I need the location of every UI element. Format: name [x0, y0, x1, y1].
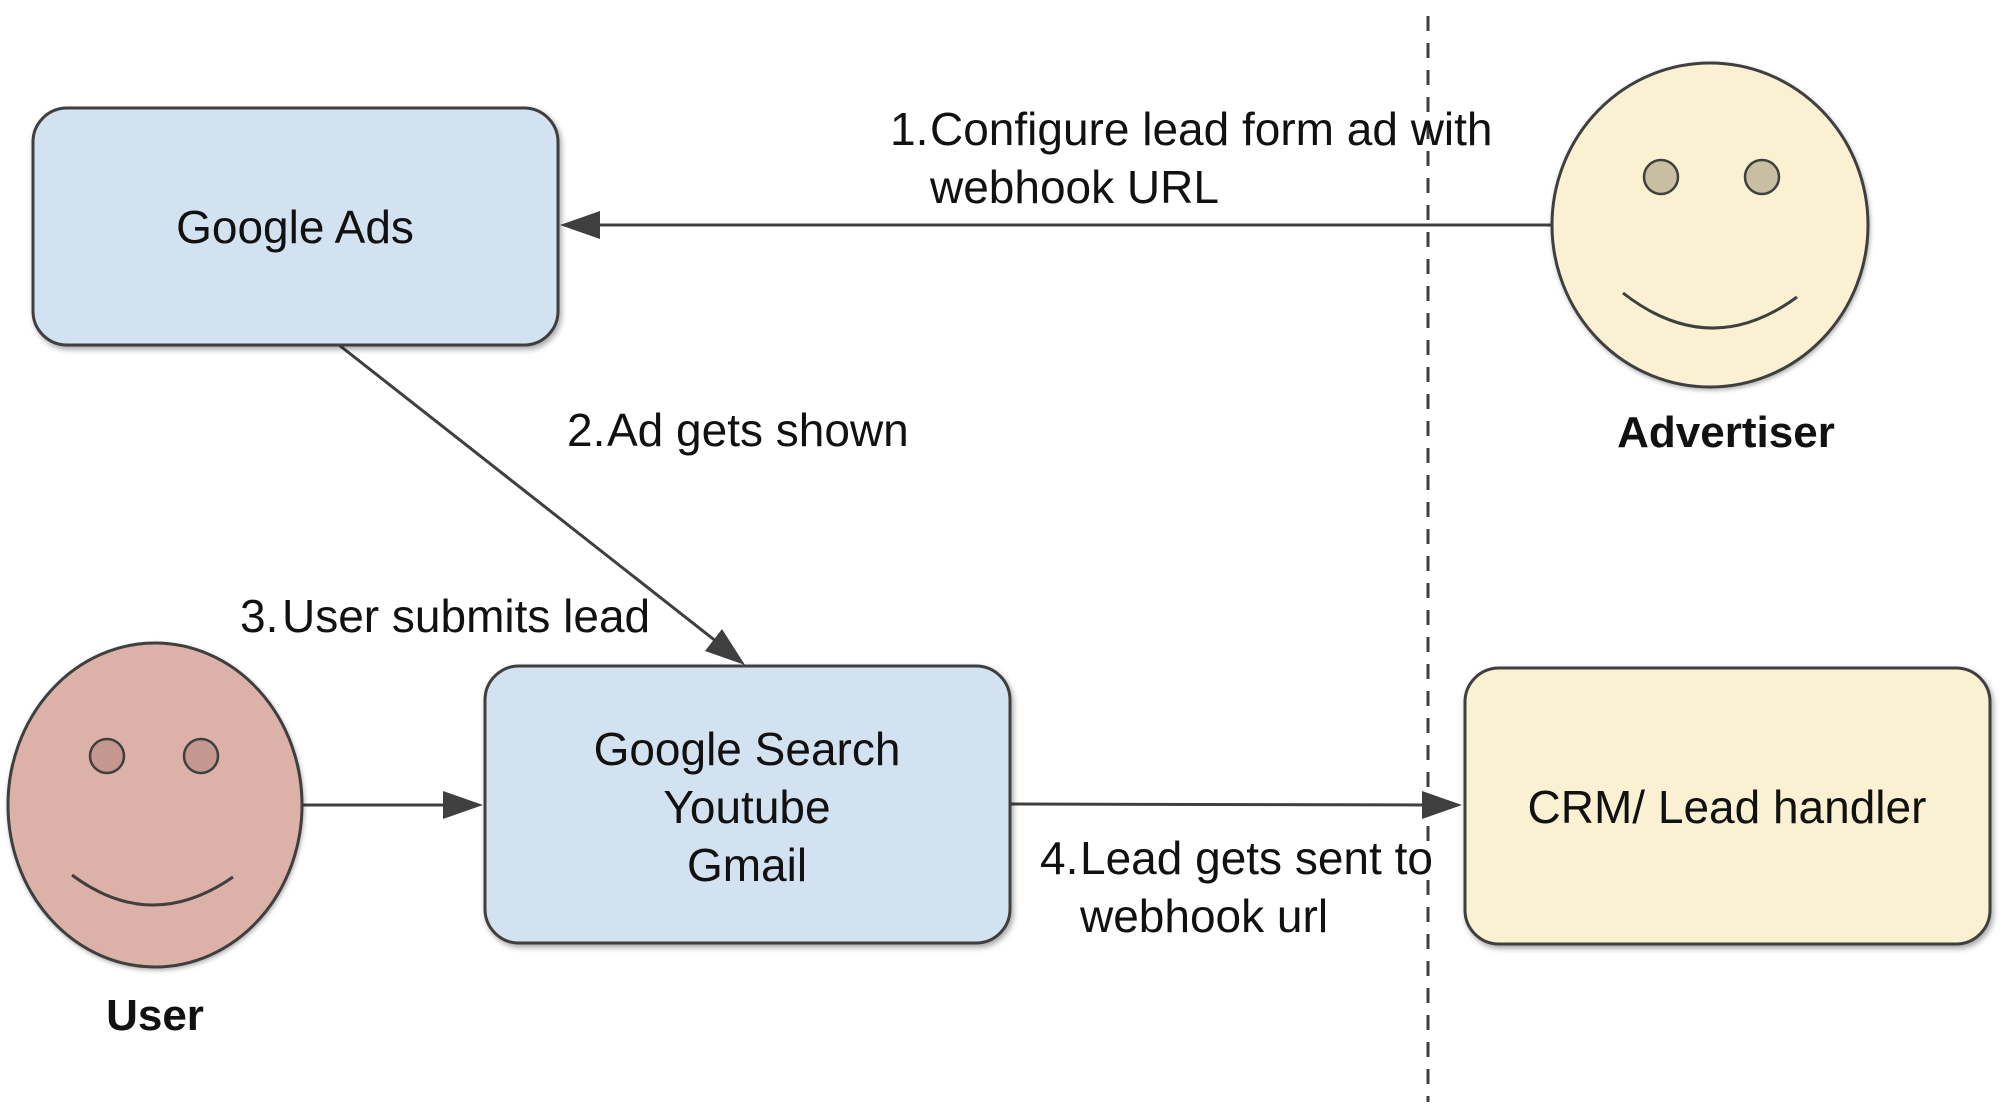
advertiser-face-icon	[1550, 61, 1870, 389]
user-left-eye-icon	[88, 737, 126, 775]
step4-number: 4.	[1040, 832, 1078, 884]
google-search-label-line2: Youtube	[663, 781, 830, 833]
advertiser-right-eye-icon	[1743, 158, 1781, 196]
google-search-node	[483, 664, 1012, 945]
user-avatar	[6, 641, 304, 969]
step1-number: 1.	[890, 103, 928, 155]
google-ads-node	[31, 106, 560, 347]
crm-label: CRM/ Lead handler	[1528, 781, 1927, 833]
arrow-step4-line	[1009, 802, 1427, 807]
arrow-step2-line	[338, 343, 718, 644]
advertiser-left-eye-icon	[1642, 158, 1680, 196]
step3-number: 3.	[240, 590, 278, 642]
arrow-step2-head-icon	[705, 629, 745, 665]
google-ads-label: Google Ads	[176, 201, 414, 253]
step4-text-line2: webhook url	[1079, 890, 1328, 942]
advertiser-smile-icon	[1622, 291, 1798, 330]
process-nodes	[31, 106, 1992, 946]
step3-text: User submits lead	[282, 590, 650, 642]
advertiser-avatar	[1550, 61, 1870, 389]
arrow-step4-head-icon	[1422, 791, 1462, 819]
arrow-step1-head-icon	[560, 211, 600, 239]
step2-text: Ad gets shown	[607, 404, 909, 456]
step1-text-line2: webhook URL	[929, 161, 1219, 213]
step4-text-line1: Lead gets sent to	[1080, 832, 1433, 884]
arrows	[302, 211, 1552, 819]
step1-text-line1: Configure lead form ad with	[930, 103, 1493, 155]
user-face-icon	[6, 641, 304, 969]
google-search-label-line1: Google Search	[594, 723, 901, 775]
advertiser-label: Advertiser	[1617, 408, 1835, 457]
step2-number: 2.	[567, 404, 605, 456]
user-label: User	[106, 991, 204, 1040]
crm-node	[1463, 666, 1992, 946]
arrow-step3-head-icon	[443, 791, 483, 819]
user-smile-icon	[71, 873, 234, 907]
user-right-eye-icon	[182, 737, 220, 775]
google-search-label-line3: Gmail	[687, 839, 807, 891]
